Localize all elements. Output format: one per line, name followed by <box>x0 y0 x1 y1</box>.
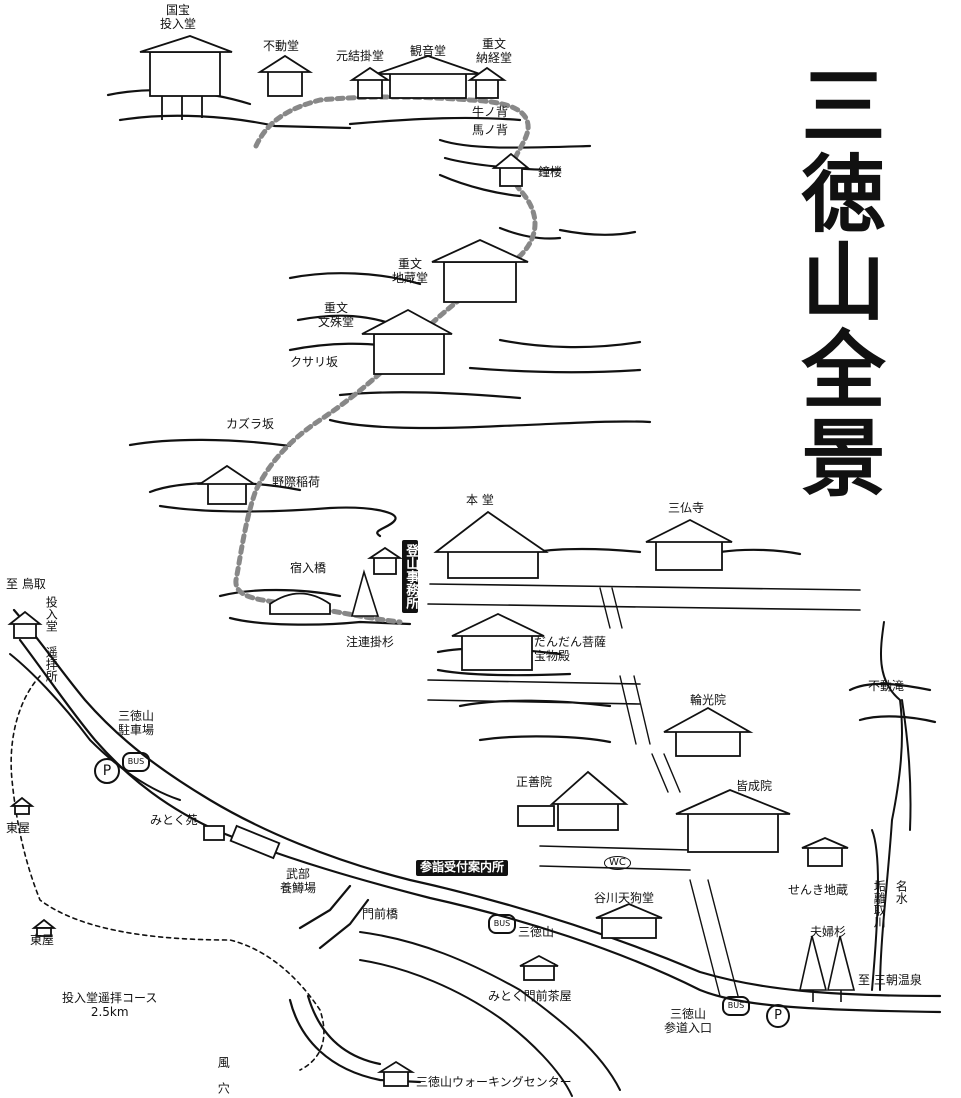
mist-bands <box>106 89 937 744</box>
label-monjudo: 重文 文殊堂 <box>318 301 355 329</box>
walking-course <box>10 675 325 1071</box>
label-chaya: みとく門前茶屋 <box>488 989 572 1003</box>
label-yohaisho: 投入堂 遥拝所 <box>44 596 59 682</box>
label-shozenin: 正善院 <box>516 775 553 789</box>
label-shoro: 鐘楼 <box>538 165 563 179</box>
chaya-building <box>519 954 559 981</box>
center-building <box>376 1060 416 1087</box>
motoyui-building <box>349 66 391 99</box>
bus-stop-icon: BUS <box>122 752 150 772</box>
label-mitokuen: みとく苑 <box>150 813 198 827</box>
label-kazurazaka: カズラ坂 <box>226 417 275 431</box>
label-fudotaki: 不動滝 <box>868 679 905 693</box>
label-shimekakesugi: 注連掛杉 <box>346 635 395 649</box>
label-meoto-sugi: 夫婦杉 <box>810 925 847 939</box>
tanigawa-building <box>595 903 663 939</box>
label-fuketsu: 風 穴 <box>216 1056 231 1094</box>
label-shukuiribashi: 宿入橋 <box>290 561 327 575</box>
label-azumaya-2: 東屋 <box>30 933 55 947</box>
inari-building <box>197 464 257 505</box>
yokeijo-ponds <box>229 824 281 860</box>
fudo-waterfall <box>871 621 912 991</box>
nokyodo-building <box>467 66 507 99</box>
label-to-asahi: 至 三朝温泉 <box>858 973 922 987</box>
label-nogiwa-inari: 野際稲荷 <box>272 475 321 489</box>
bus-stop-icon-3: BUS <box>722 996 750 1016</box>
label-course: 投入堂遥拝コース 2.5km <box>62 991 158 1019</box>
label-walking-center: 三徳山ウォーキングセンター <box>416 1075 572 1089</box>
label-yokeijo: 武部 養鱒場 <box>280 867 317 895</box>
label-monzenbashi: 門前橋 <box>362 907 399 921</box>
parking-icon: P <box>94 758 120 784</box>
label-ushinose: 牛ノ背 <box>472 105 509 119</box>
jimusho-building <box>367 546 403 575</box>
buildings <box>7 35 849 1087</box>
label-kannondo: 観音堂 <box>410 44 447 58</box>
azumaya-2 <box>31 918 57 937</box>
azumaya-1 <box>9 796 35 815</box>
label-tozan-jimusho: 登山事務所 <box>402 540 419 613</box>
label-korinamizu: 垢離取川 <box>872 880 887 928</box>
label-nokyodo: 重文 納経堂 <box>476 37 513 65</box>
label-to-tottori: 至 鳥取 <box>6 577 46 591</box>
label-rinkoin: 輪光院 <box>690 693 727 707</box>
bridge <box>269 592 331 615</box>
label-motoyui: 元結掛堂 <box>336 49 385 63</box>
map-title: 三徳山全景 <box>788 62 887 502</box>
nageiredo-building <box>139 35 233 120</box>
mitokuen-building <box>203 825 225 841</box>
hondo-building <box>433 510 549 579</box>
bus-stop-icon-2: BUS <box>488 914 516 934</box>
label-meisui: 名水 <box>894 880 909 904</box>
monjudo-building <box>361 308 453 375</box>
senki-building <box>801 837 849 867</box>
kaijoin-building <box>675 789 791 853</box>
yohaisho-building <box>7 610 43 639</box>
label-kaijoin: 皆成院 <box>736 779 773 793</box>
fudodo-building <box>256 54 314 97</box>
label-umanose: 馬ノ背 <box>472 123 509 137</box>
label-nageiredo: 国宝 投入堂 <box>160 3 197 31</box>
wc-icon: WC <box>604 856 631 870</box>
label-sanbutsuji: 三仏寺 <box>668 501 705 515</box>
stone-walls <box>427 583 861 871</box>
label-sando-iriguchi: 三徳山 参道入口 <box>664 1007 713 1035</box>
jizodo-building <box>431 239 529 303</box>
label-jizodo: 重文 地蔵堂 <box>392 257 429 285</box>
label-kusarizaka: クサリ坂 <box>290 355 339 369</box>
hotsuden-building <box>451 613 545 671</box>
river <box>9 653 621 1097</box>
trees <box>350 569 856 1002</box>
label-azumaya-1: 東屋 <box>6 821 31 835</box>
label-tanigawa: 谷川天狗堂 <box>594 891 655 905</box>
label-sankei-info: 参詣受付案内所 <box>416 860 509 876</box>
label-hondo: 本 堂 <box>466 493 494 507</box>
shoro-building <box>491 152 531 187</box>
label-fudodo: 不動堂 <box>263 39 300 53</box>
sanbutsuji-building <box>645 518 733 571</box>
shozenin-building <box>517 770 629 831</box>
label-dandan-hotsuden: だんだん菩薩 宝物殿 <box>534 635 607 663</box>
kannondo-building <box>375 55 481 99</box>
label-parking: 三徳山 駐車場 <box>118 709 155 737</box>
parking-icon-2: P <box>766 1004 790 1028</box>
rinkoin-building <box>663 706 754 757</box>
label-senki-jizo: せんき地蔵 <box>788 883 849 897</box>
label-bus-stop: 三徳山 <box>518 925 555 939</box>
